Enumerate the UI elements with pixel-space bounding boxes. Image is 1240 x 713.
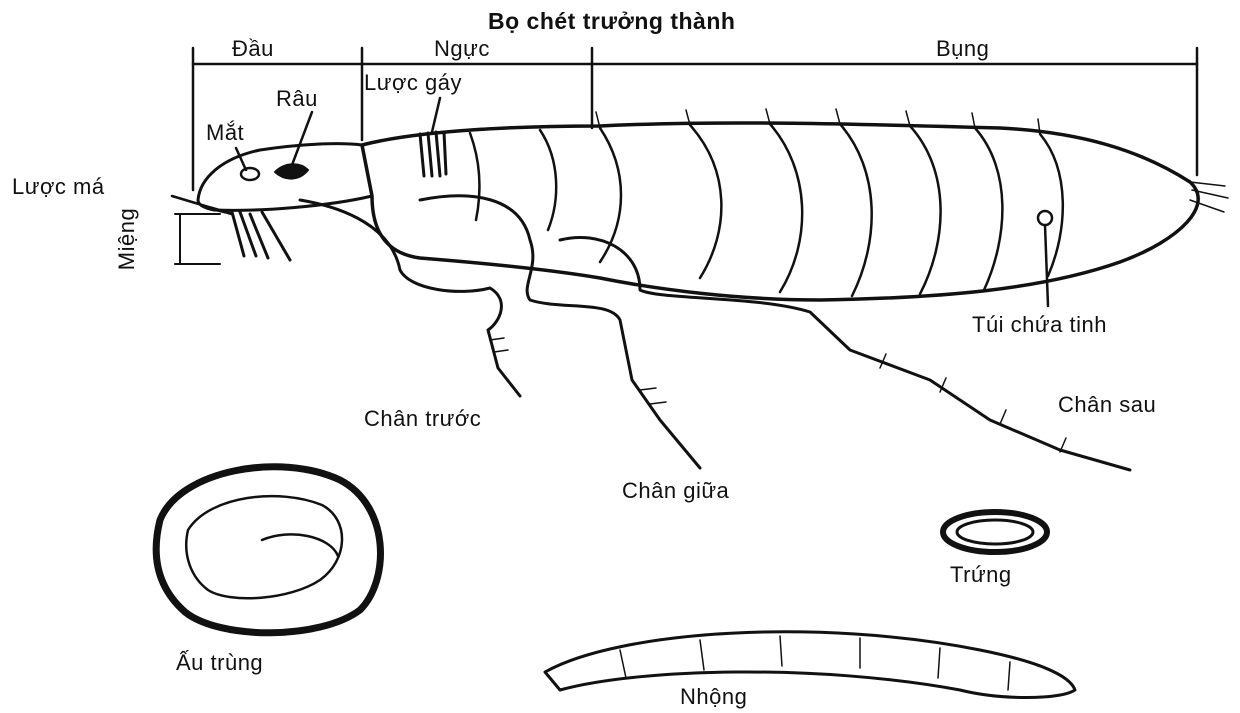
region-label-head: Đầu [232,36,274,62]
label-genal-comb: Lược má [12,174,105,200]
spermatheca-pointer [1045,225,1048,306]
flea-mouthparts [232,212,290,260]
flea-leg-bristles [490,338,1066,452]
label-pointers [172,98,440,208]
larva-drawing [156,467,380,633]
label-midleg: Chân giữa [622,478,729,504]
label-foreleg: Chân trước [364,406,481,432]
flea-antenna [275,164,308,178]
flea-pronotal-comb [420,132,446,176]
label-larva: Ấu trùng [176,650,263,676]
flea-foreleg [300,200,520,396]
label-antenna: Râu [276,86,318,112]
label-mouth: Miệng [114,208,140,270]
mouth-bracket [175,214,220,264]
label-hindleg: Chân sau [1058,392,1156,418]
region-label-thorax: Ngực [434,36,490,62]
region-bracket [193,48,1197,190]
region-label-abdomen: Bụng [936,36,989,62]
label-pupa: Nhộng [680,684,747,710]
label-eye: Mắt [206,120,244,146]
flea-spermatheca [1038,211,1052,225]
flea-body [362,123,1198,300]
egg-drawing [943,512,1047,552]
diagram-title: Bọ chét trưởng thành [488,8,735,35]
label-spermatheca: Túi chứa tinh [972,312,1107,338]
flea-hindleg [560,237,1130,470]
label-pronotal-comb: Lược gáy [364,70,462,96]
pupa-drawing [545,632,1075,698]
flea-segments [470,124,1063,296]
label-egg: Trứng [950,562,1012,588]
flea-eye [241,168,259,180]
